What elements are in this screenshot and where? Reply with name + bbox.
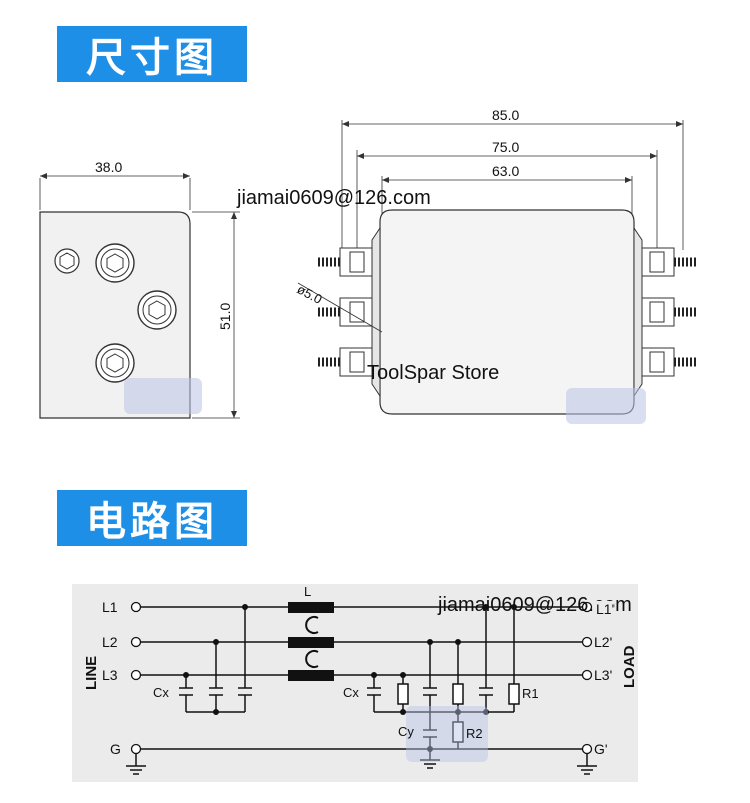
ground-in-label: G bbox=[110, 741, 121, 757]
side-view: 38.0 51.0 bbox=[39, 159, 240, 419]
junctions bbox=[183, 604, 517, 752]
hole-leader bbox=[297, 282, 383, 333]
dimensions-section-title: 尺寸图 bbox=[57, 26, 247, 82]
side-height-label: 51.0 bbox=[217, 303, 233, 330]
resistors bbox=[397, 683, 520, 743]
output-l1-label: L1' bbox=[594, 601, 615, 617]
cy-label: Cy bbox=[398, 724, 414, 739]
top-body-label: 63.0 bbox=[492, 163, 519, 179]
store-watermark: ToolSpar Store bbox=[367, 362, 500, 384]
line-label: LINE bbox=[83, 656, 100, 690]
input-l3-label: L3 bbox=[102, 667, 118, 683]
right-terminals bbox=[641, 247, 675, 377]
input-l1-label: L1 bbox=[102, 599, 118, 615]
top-view: 85.0 75.0 63.0 bbox=[295, 107, 698, 424]
capacitors bbox=[179, 687, 493, 738]
common-mode-choke bbox=[288, 602, 334, 681]
terminal-nut-l1 bbox=[95, 243, 135, 283]
terminal-nut-small bbox=[54, 248, 80, 274]
load-label: LOAD bbox=[621, 645, 638, 688]
output-l2-label: L2' bbox=[594, 634, 612, 650]
top-mid-label: 75.0 bbox=[492, 139, 519, 155]
ground-icon bbox=[126, 759, 597, 775]
left-terminals bbox=[339, 247, 373, 377]
watermark-stamp-2 bbox=[566, 388, 646, 424]
circuit-terminals bbox=[130, 601, 593, 755]
email-watermark-bottom: jiamai0609@126.com bbox=[438, 594, 632, 616]
circuit-section-title: 电路图 bbox=[57, 490, 247, 546]
email-watermark-top: jiamai0609@126.com bbox=[237, 187, 431, 209]
terminal-nut-l3 bbox=[95, 343, 135, 383]
output-l3-label: L3' bbox=[594, 667, 612, 683]
input-l2-label: L2 bbox=[102, 634, 118, 650]
cx-left-label: Cx bbox=[153, 685, 169, 700]
watermark-stamp bbox=[124, 378, 202, 414]
r1-label: R1 bbox=[522, 686, 539, 701]
cx-right-label: Cx bbox=[343, 685, 359, 700]
terminal-nut-l2 bbox=[137, 290, 177, 330]
side-width-label: 38.0 bbox=[95, 159, 122, 175]
right-studs bbox=[674, 257, 698, 367]
top-overall-label: 85.0 bbox=[492, 107, 519, 123]
inductor-label: L bbox=[304, 584, 311, 599]
ground-out-label: G' bbox=[594, 741, 608, 757]
watermark-stamp-3 bbox=[406, 706, 488, 762]
r2-label: R2 bbox=[466, 726, 483, 741]
